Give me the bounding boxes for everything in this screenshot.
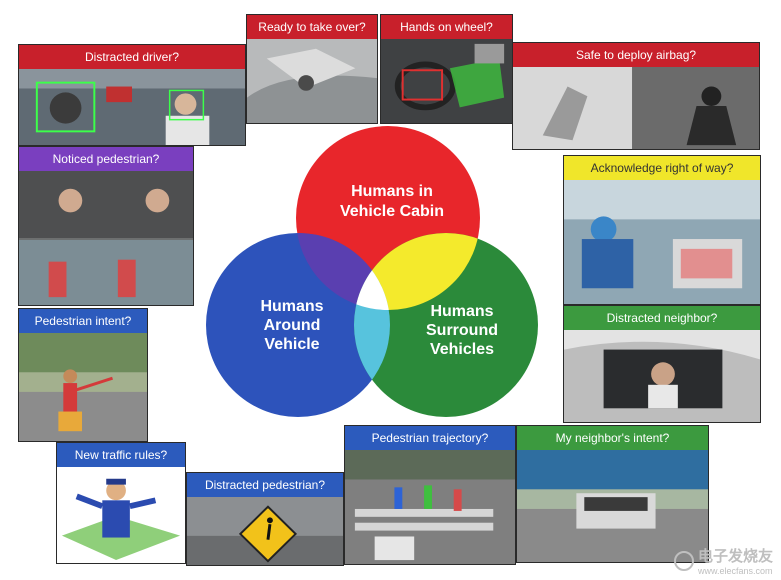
takeover-photo	[247, 39, 377, 123]
pedestrian-intent-photo	[19, 333, 147, 441]
venn-label-around-2: Around	[264, 317, 321, 334]
venn-label-around-1: Humans	[260, 298, 323, 315]
watermark-title: 电子发烧友	[697, 548, 773, 565]
tile-pedestrian-trajectory: Pedestrian trajectory?	[344, 425, 516, 565]
tile-noticed-pedestrian: Noticed pedestrian?	[18, 146, 194, 306]
venn-label-surround-1: Humans	[430, 303, 493, 320]
distracted-neighbor-photo	[564, 330, 760, 422]
tile-label: Safe to deploy airbag?	[513, 43, 759, 67]
tile-my-neighbors-intent: My neighbor's intent?	[516, 425, 709, 563]
tile-label: Distracted pedestrian?	[187, 473, 343, 497]
noticed-pedestrian-photo	[19, 171, 193, 305]
venn-label-cabin-2: Vehicle Cabin	[340, 203, 444, 220]
venn-label-surround-2: Surround	[426, 322, 498, 339]
tile-label: Ready to take over?	[247, 15, 377, 39]
tile-distracted-neighbor: Distracted neighbor?	[563, 305, 761, 423]
tile-acknowledge-right-of-way: Acknowledge right of way?	[563, 155, 761, 305]
overlap-cabin-surround	[354, 233, 480, 310]
tile-ready-to-take-over: Ready to take over?	[246, 14, 378, 124]
venn-label-surround-3: Vehicles	[430, 341, 494, 358]
tile-label: Pedestrian trajectory?	[345, 426, 515, 450]
tile-new-traffic-rules: New traffic rules?	[56, 442, 186, 564]
airbag-photo	[513, 67, 759, 149]
tile-pedestrian-intent: Pedestrian intent?	[18, 308, 148, 442]
driver-photo	[19, 69, 245, 145]
watermark-url: www.elecfans.com	[697, 566, 773, 576]
tile-distracted-driver: Distracted driver?	[18, 44, 246, 146]
tile-label: Distracted driver?	[19, 45, 245, 69]
tile-label: Acknowledge right of way?	[564, 156, 760, 180]
tile-hands-on-wheel: Hands on wheel?	[380, 14, 513, 124]
tile-label: Noticed pedestrian?	[19, 147, 193, 171]
tile-label: My neighbor's intent?	[517, 426, 708, 450]
tile-label: Hands on wheel?	[381, 15, 512, 39]
tile-label: New traffic rules?	[57, 443, 185, 467]
right-of-way-photo	[564, 180, 760, 304]
tile-safe-deploy-airbag: Safe to deploy airbag?	[512, 42, 760, 150]
hands-photo	[381, 39, 512, 123]
venn-label-around-3: Vehicle	[264, 336, 319, 353]
watermark-logo	[673, 550, 694, 571]
watermark: 电子发烧友 www.elecfans.com	[673, 545, 773, 576]
venn-label-cabin-1: Humans in	[351, 183, 433, 200]
overlap-cabin-around	[296, 233, 390, 310]
distracted-pedestrian-photo	[187, 497, 343, 565]
tile-distracted-pedestrian: Distracted pedestrian?	[186, 472, 344, 566]
tile-label: Pedestrian intent?	[19, 309, 147, 333]
traffic-rules-photo	[57, 467, 185, 563]
tile-label: Distracted neighbor?	[564, 306, 760, 330]
trajectory-photo	[345, 450, 515, 564]
